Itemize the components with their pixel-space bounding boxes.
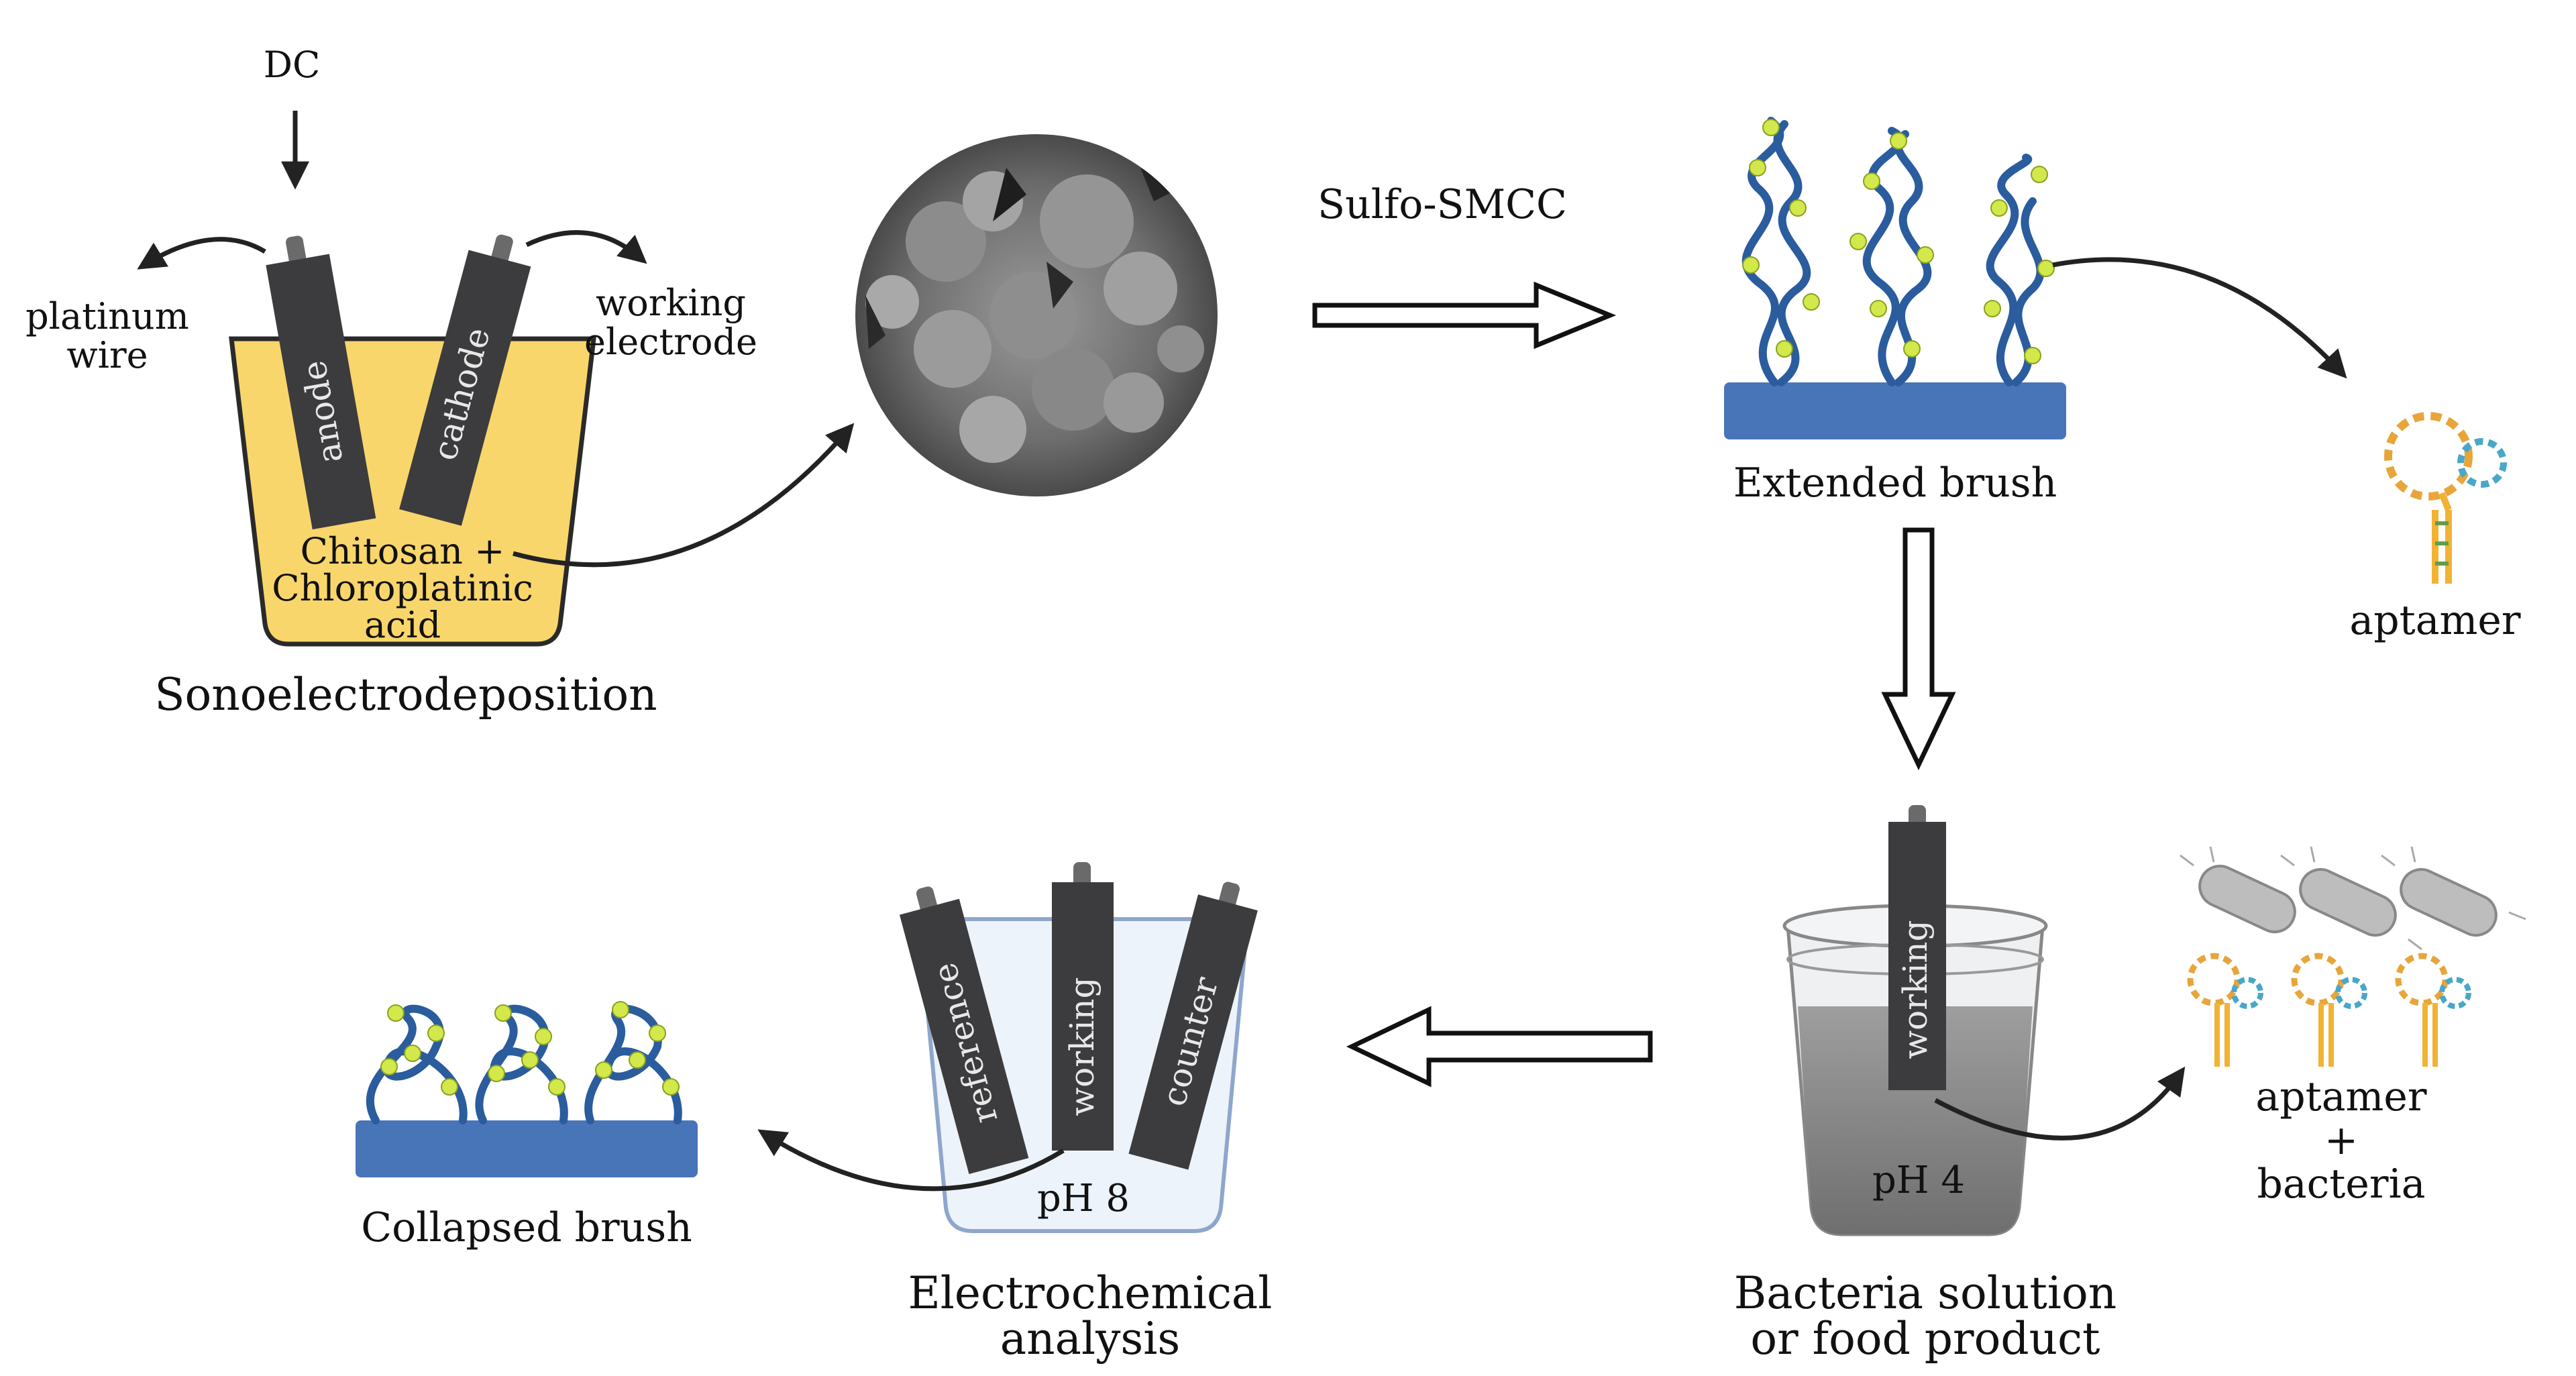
to-sem-arrow [513, 423, 855, 568]
ph8-label: pH 8 [1037, 1177, 1130, 1220]
electrochemical-label-line1: Electrochemical [908, 1267, 1273, 1319]
extended-brush-substrate [1724, 382, 2066, 439]
dc-label: DC [264, 44, 321, 86]
platinum-wire-label-line2: wire [66, 334, 148, 376]
platinum-wire-label-line1: platinum [25, 295, 189, 337]
cup-solution [1798, 1006, 2033, 1234]
working-electrode-label-line2: electrode [584, 321, 757, 363]
solution-label-line1: Chitosan + [301, 530, 505, 572]
ph4-label: pH 4 [1872, 1159, 1965, 1202]
sulfo-smcc-label: Sulfo-SMCC [1318, 181, 1567, 228]
to-aptamer-bacteria-arrow [1934, 1066, 2186, 1141]
sonoelectrodeposition-group: DC anode cathode Chitosan + Chloroplatin… [25, 44, 855, 721]
platinum-wire-arrow [137, 237, 266, 270]
extended-binding-sites [1742, 119, 2055, 364]
bacteria-solution-label-line2: or food product [1750, 1313, 2100, 1365]
bacteria-icon [2180, 846, 2526, 951]
aptamer-bacteria-label-line3: bacteria [2257, 1161, 2425, 1208]
working-electrode-bacteria [1888, 822, 1946, 1090]
collapsed-brush-substrate [356, 1120, 698, 1177]
collapsed-brush-group: Collapsed brush [356, 1001, 698, 1251]
working-electrode-arrow [525, 230, 647, 264]
solution-label-line2: Chloroplatinic [272, 567, 533, 609]
aptamer-bacteria-label-line2: + [2324, 1117, 2358, 1164]
working-bacteria-label: working [1896, 920, 1935, 1059]
solution-label-line3: acid [364, 604, 441, 646]
bacteria-solution-label-line1: Bacteria solution [1734, 1267, 2116, 1319]
aptamer-bacteria-label-line1: aptamer [2255, 1073, 2426, 1120]
extended-brush-group: Extended brush [1724, 117, 2066, 507]
to-collapsed-brush-arrow [757, 1129, 1065, 1192]
extended-brush-label: Extended brush [1733, 460, 2057, 507]
bacteria-solution-group: working pH 4 Bacteria solution or food p… [1734, 805, 2116, 1365]
aptamer-icon [2384, 412, 2507, 584]
working-electrode-echem: working [1052, 862, 1114, 1151]
electrochemical-group: reference working counter pH 8 Electroch… [899, 862, 1273, 1365]
aptamer-label: aptamer [2349, 597, 2520, 644]
sonoelectrodeposition-title: Sonoelectrodeposition [154, 669, 657, 721]
sulfo-smcc-arrow [1312, 281, 1617, 350]
aptamer-bacteria-group: aptamer + bacteria [2180, 846, 2526, 1208]
left-arrow [1346, 1006, 1653, 1088]
collapsed-binding-sites [380, 1001, 680, 1096]
down-arrow [1881, 527, 1956, 771]
sem-image [855, 134, 1218, 496]
working-electrode-label-line1: working [596, 282, 746, 324]
aptamer-group: aptamer [2349, 412, 2521, 644]
to-aptamer-arrow [2052, 257, 2347, 379]
bound-aptamers-icon [2187, 953, 2471, 1067]
anode-electrode: anode [266, 235, 376, 530]
extended-polymer-chains [1741, 117, 2045, 386]
collapsed-brush-label: Collapsed brush [361, 1204, 692, 1251]
electrochemical-label-line2: analysis [1000, 1313, 1180, 1365]
working-echem-label: working [1063, 977, 1102, 1116]
